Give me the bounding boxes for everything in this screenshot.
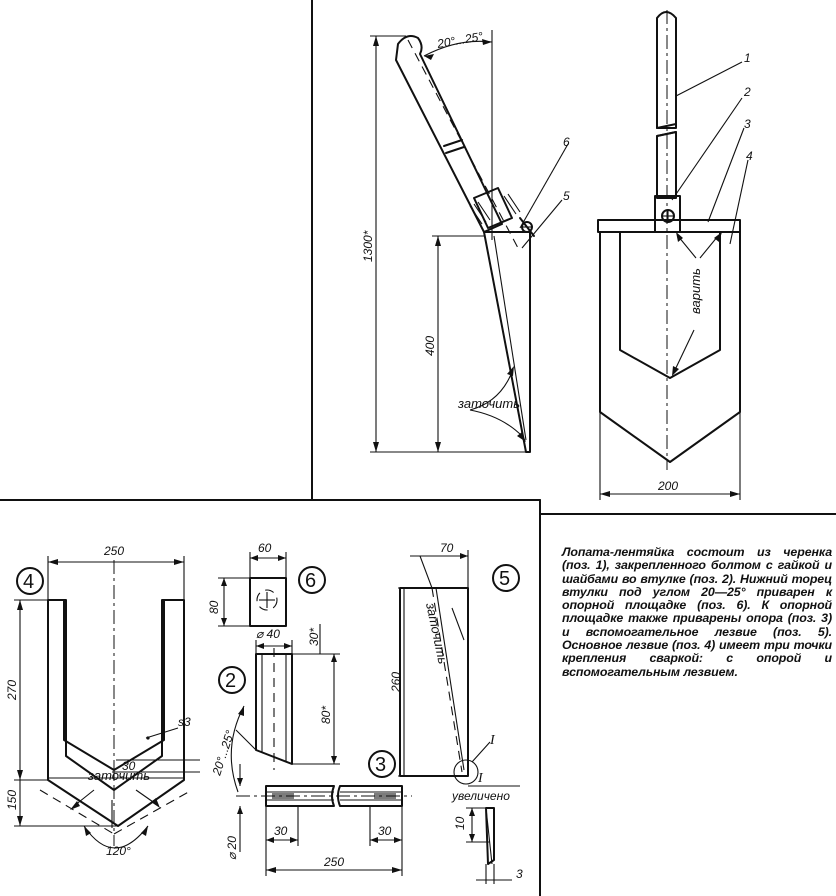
part-4-sharpen-label: заточить <box>87 768 150 783</box>
part-5-sharpen-label: заточить <box>423 601 451 666</box>
part-5-number-circle <box>492 564 520 592</box>
part-2-number: 2 <box>225 670 236 692</box>
handle-side <box>395 35 519 249</box>
part-4-width-dim: 250 <box>103 544 124 558</box>
part-6-number-circle <box>298 566 326 594</box>
dim-200 <box>599 412 741 500</box>
handle-front <box>656 10 677 470</box>
part-2-drawing <box>230 624 340 793</box>
leader-4 <box>729 159 749 245</box>
callout-5: 5 <box>563 189 570 203</box>
dim-200-label: 200 <box>657 479 678 493</box>
detail-title: I <box>477 771 484 786</box>
dim-400 <box>432 235 484 452</box>
sleeve-front <box>654 195 681 233</box>
part-6-number: 6 <box>305 570 316 592</box>
part-4-number: 4 <box>23 571 34 593</box>
part-2-diameter: ⌀ 40 <box>256 627 280 641</box>
part-6-width-dim: 60 <box>258 541 272 555</box>
part-2-top-dim: 30* <box>307 628 321 646</box>
part-5-drawing <box>398 550 491 785</box>
part-3-number-circle <box>368 750 396 778</box>
detail-height-dim: 10 <box>453 816 467 830</box>
part-3-left-dim: 30 <box>274 824 288 838</box>
part-2-height: 80* <box>319 706 333 724</box>
sharpen-arrow-side <box>469 366 526 442</box>
angle-label-top: 20°...25° <box>435 29 484 51</box>
part-5-height-dim: 260 <box>389 672 403 693</box>
callout-3: 3 <box>744 117 751 131</box>
part-5-detail-ref: I <box>489 733 496 748</box>
side-view <box>370 30 569 453</box>
front-view <box>597 10 749 500</box>
part-6-height-dim: 80 <box>207 600 221 614</box>
part-4-inner-dim: 30 <box>122 759 136 773</box>
leader-6 <box>519 143 569 229</box>
part-3-length-dim: 250 <box>323 855 344 869</box>
leader-5 <box>521 199 563 249</box>
weld-arrows <box>672 232 722 376</box>
part-3-number: 3 <box>375 754 386 776</box>
leader-3 <box>707 127 745 223</box>
part-5-number: 5 <box>499 568 510 590</box>
sharpen-label-side: заточить <box>457 396 520 411</box>
part-6-drawing <box>218 552 287 627</box>
part-2-number-circle <box>218 666 246 694</box>
dim-angle-top <box>423 30 493 240</box>
callout-6: 6 <box>563 135 570 149</box>
leader-1 <box>675 61 743 97</box>
dim-400-label: 400 <box>423 336 437 356</box>
callout-1: 1 <box>744 51 751 65</box>
part-5-width-dim: 70 <box>440 541 454 555</box>
part-4-thickness: s3 <box>178 715 191 729</box>
dim-1300 <box>370 35 526 453</box>
callout-4: 4 <box>746 149 753 163</box>
part-3-diameter: ⌀ 20 <box>225 836 239 860</box>
detail-drawing <box>466 785 520 884</box>
part-3-drawing <box>236 764 412 876</box>
part-4-height-dim: 270 <box>5 680 19 701</box>
leader-2 <box>671 97 743 201</box>
sleeve-side <box>469 187 533 233</box>
blade-side <box>483 217 535 453</box>
detail-subtitle: увеличено <box>451 789 510 803</box>
weld-label: варить <box>688 268 703 314</box>
part-4-number-circle <box>16 567 44 595</box>
blade-front <box>597 219 741 463</box>
detail-width-dim: 3 <box>516 867 523 881</box>
part-4-drawing <box>14 556 200 849</box>
dim-1300-label: 1300* <box>361 230 375 262</box>
callout-2: 2 <box>743 85 751 99</box>
part-4-lower-dim: 150 <box>5 790 19 810</box>
caption-text: Лопата-лентяйка состоит из черенка (поз.… <box>562 545 832 679</box>
part-4-angle: 120° <box>106 844 131 858</box>
part-2-angle: 20°...25° <box>209 728 237 777</box>
part-3-right-dim: 30 <box>378 824 392 838</box>
